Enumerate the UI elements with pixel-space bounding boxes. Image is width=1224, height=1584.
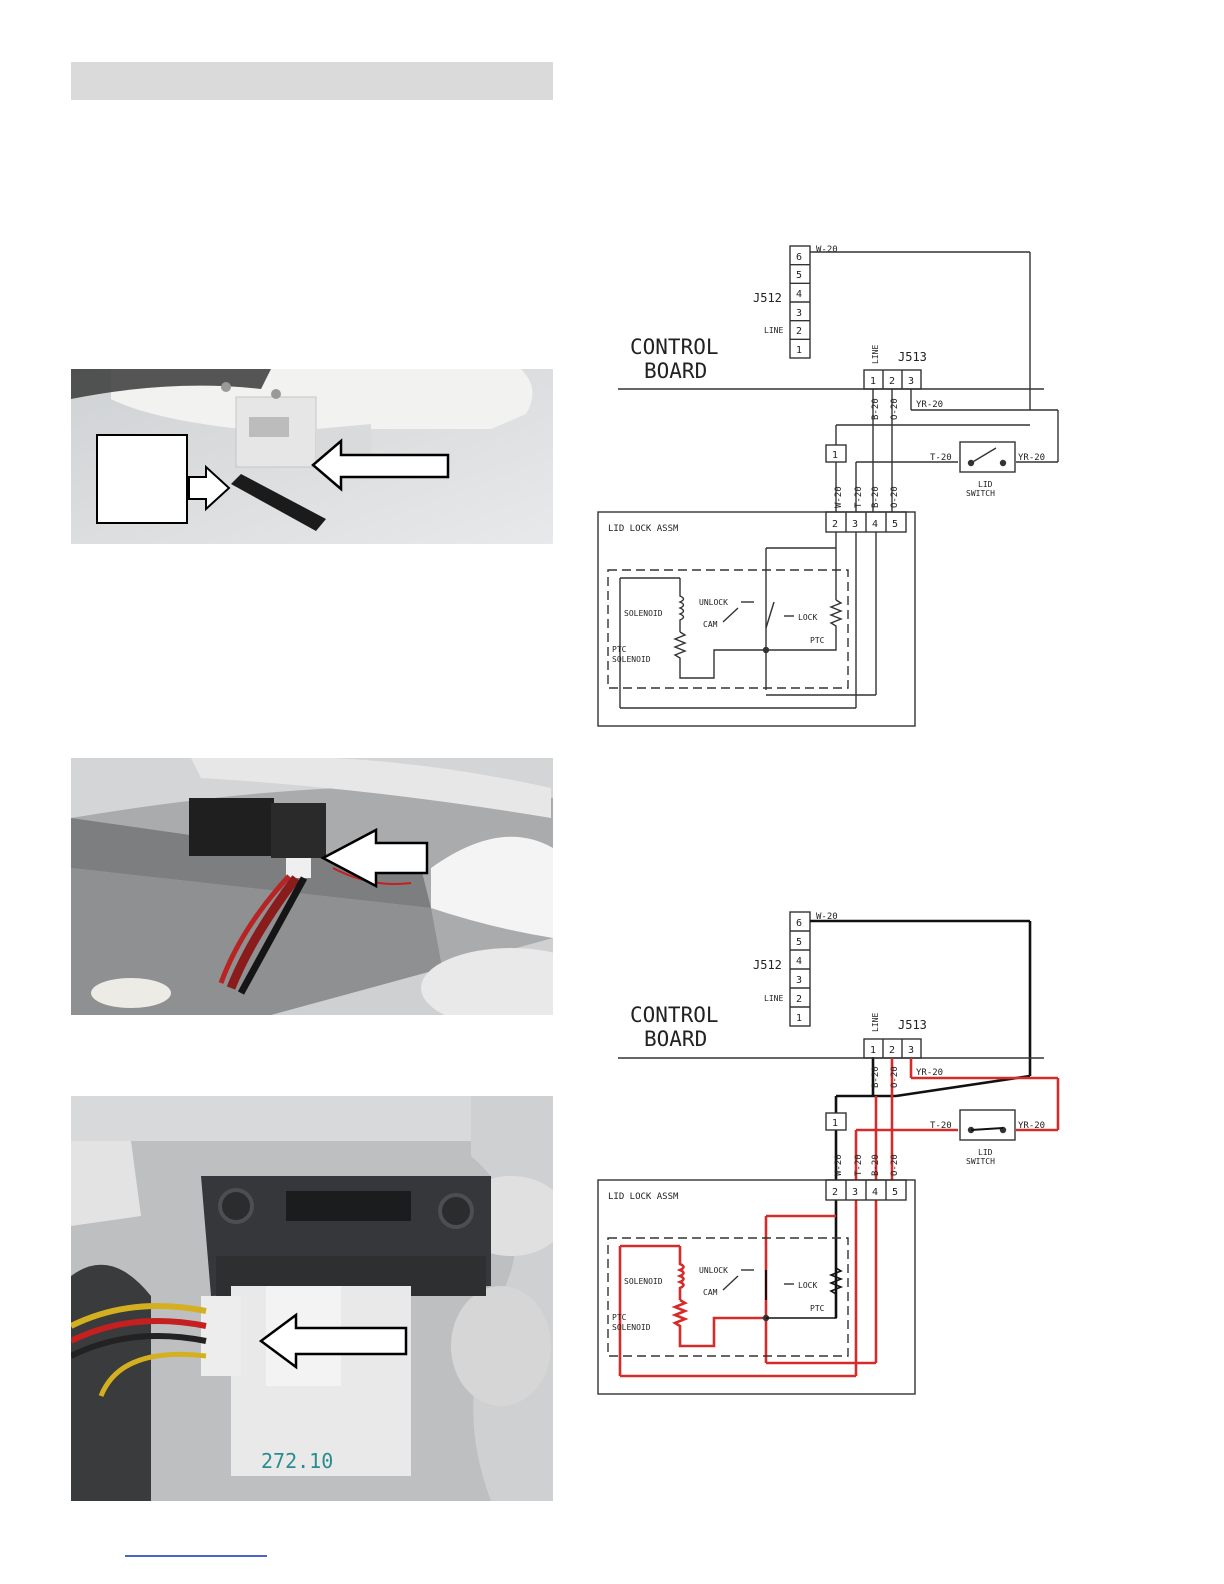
lid-switch	[959, 441, 1016, 473]
wire-label-w20-bottom: W-20	[834, 1154, 844, 1176]
j513-pin-3: 3	[908, 1045, 914, 1056]
j513-pin-1: 1	[870, 376, 876, 387]
lid-lock-assm-label: LID LOCK ASSM	[608, 524, 679, 534]
wire-label-yr20-switch: YR-20	[1018, 453, 1045, 463]
wire-label-w20: W-20	[816, 912, 838, 922]
j512-pin-1: 1	[796, 345, 802, 356]
section-header-bar	[71, 62, 553, 100]
wire-label-yr20-switch: YR-20	[1018, 1121, 1045, 1131]
wire-label-t20-bottom: T-20	[854, 486, 864, 508]
j512-pin-2: 2	[796, 326, 802, 337]
lock-pin-3: 3	[852, 1187, 858, 1198]
wire-label-yr20-top: YR-20	[916, 400, 943, 410]
wire-label-t20-switch: T-20	[930, 453, 952, 463]
wire-label-o20-top: O-20	[890, 398, 900, 420]
inline-connector-pin: 1	[832, 1118, 838, 1129]
ptc-label: PTC	[810, 1304, 825, 1313]
j513-pin-2: 2	[889, 1045, 895, 1056]
j512-pin-4: 4	[796, 289, 802, 300]
lid-lock-assembly-box	[597, 511, 916, 727]
j512-connector-2: 6 5 4 3 2 1	[789, 911, 811, 1027]
solenoid-label: SOLENOID	[624, 1277, 663, 1286]
ptc-solenoid-label-line2: SOLENOID	[612, 1323, 651, 1332]
unlock-label: UNLOCK	[699, 1266, 728, 1275]
j513-pin-3: 3	[908, 376, 914, 387]
j512-line-label: LINE	[764, 994, 783, 1003]
lock-pin-4: 4	[872, 1187, 878, 1198]
j512-pin-4: 4	[796, 956, 802, 967]
wire-label-b20-top: B-20	[871, 398, 881, 420]
j513-line-label: LINE	[871, 345, 880, 364]
wire-label-o20-top: O-20	[890, 1066, 900, 1088]
ptc-solenoid-label-line1: PTC	[612, 645, 627, 654]
j512-pin-6: 6	[796, 252, 802, 263]
lock-label: LOCK	[798, 1281, 817, 1290]
j512-pin-3: 3	[796, 975, 802, 986]
j513-label: J513	[898, 350, 927, 364]
footer-link-underline[interactable]	[125, 1555, 267, 1557]
j512-label: J512	[753, 958, 782, 972]
j512-pin-6: 6	[796, 918, 802, 929]
lock-pin-2: 2	[832, 1187, 838, 1198]
j513-pin-2: 2	[889, 376, 895, 387]
wire-label-o20-bottom: O-20	[890, 1154, 900, 1176]
j512-pin-2: 2	[796, 994, 802, 1005]
ptc-label: PTC	[810, 636, 825, 645]
j512-pin-5: 5	[796, 270, 802, 281]
control-board-label-line1: CONTROL	[630, 335, 719, 359]
lock-pin-4: 4	[872, 519, 878, 530]
lock-pin-2: 2	[832, 519, 838, 530]
cam-label: CAM	[703, 1288, 718, 1297]
ptc-solenoid-label-line2: SOLENOID	[612, 655, 651, 664]
wire-label-yr20-top: YR-20	[916, 1068, 943, 1078]
photo-lid-lock-assembly: 272.10	[71, 1096, 553, 1501]
j512-label: J512	[753, 291, 782, 305]
ptc-solenoid-label-line1: PTC	[612, 1313, 627, 1322]
j512-connector: 6 5 4 3 2 1	[789, 245, 811, 359]
unlock-label: UNLOCK	[699, 598, 728, 607]
photo-harness-connector	[71, 758, 553, 1015]
j513-label: J513	[898, 1018, 927, 1032]
lid-lock-assembly-box	[597, 1179, 916, 1395]
lock-pin-5: 5	[892, 519, 898, 530]
wiring-diagram-plain: 6 5 4 3 2 1 J512 LINE W-20 CONTROL BOARD…	[596, 240, 1066, 735]
j513-pin-1: 1	[870, 1045, 876, 1056]
lock-label: LOCK	[798, 613, 817, 622]
j512-line-label: LINE	[764, 326, 783, 335]
j512-pin-1: 1	[796, 1013, 802, 1024]
j512-pin-3: 3	[796, 308, 802, 319]
photo-lid-switch-slot	[71, 369, 553, 544]
wire-label-t20-bottom: T-20	[854, 1154, 864, 1176]
lid-switch-label-line1: LID	[978, 480, 993, 489]
wiring-diagram-highlighted: 6 5 4 3 2 1 J512 LINE W-20 CONTROL BOARD…	[596, 908, 1066, 1403]
lock-pin-3: 3	[852, 519, 858, 530]
lid-switch-label-line1: LID	[978, 1148, 993, 1157]
lid-switch-label-line2: SWITCH	[966, 1157, 995, 1166]
j513-line-label: LINE	[871, 1013, 880, 1032]
j512-pin-5: 5	[796, 937, 802, 948]
lock-pin-5: 5	[892, 1187, 898, 1198]
lid-lock-assm-label: LID LOCK ASSM	[608, 1192, 679, 1202]
lid-switch-closed	[959, 1109, 1016, 1141]
wire-label-b20-bottom: B-20	[871, 486, 881, 508]
lid-lock-terminals: 2 3 4 5	[825, 511, 907, 533]
wire-label-w20: W-20	[816, 245, 838, 255]
control-board-label-line2: BOARD	[644, 359, 707, 383]
wire-label-b20-bottom: B-20	[871, 1154, 881, 1176]
wire-label-t20-switch: T-20	[930, 1121, 952, 1131]
part-number-label: 272.10	[261, 1449, 333, 1473]
control-board-label-line1: CONTROL	[630, 1003, 719, 1027]
wire-label-o20-bottom: O-20	[890, 486, 900, 508]
wire-label-b20-top: B-20	[871, 1066, 881, 1088]
control-board-label-line2: BOARD	[644, 1027, 707, 1051]
lid-switch-label-line2: SWITCH	[966, 489, 995, 498]
cam-label: CAM	[703, 620, 718, 629]
solenoid-label: SOLENOID	[624, 609, 663, 618]
wire-label-w20-bottom: W-20	[834, 486, 844, 508]
inline-connector-pin: 1	[832, 450, 838, 461]
lid-lock-terminals: 2 3 4 5	[825, 1179, 907, 1201]
